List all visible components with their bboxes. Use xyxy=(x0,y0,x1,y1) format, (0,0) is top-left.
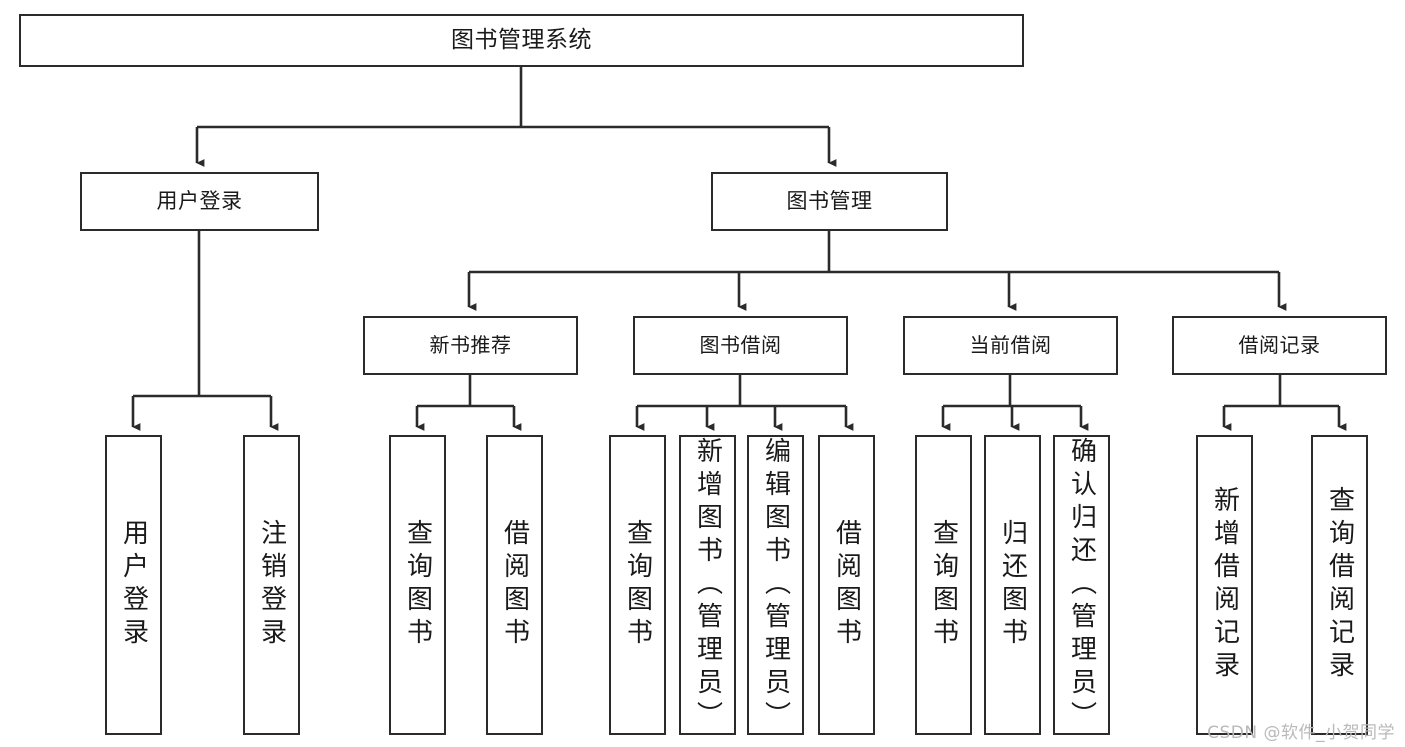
leaf-new-book-query[interactable]: 查询图书 xyxy=(389,435,446,735)
leaf-borrow-record-add[interactable]: 新增借阅记录 xyxy=(1196,435,1253,735)
leaf-user-login-logout[interactable]: 注销登录 xyxy=(243,435,300,735)
leaf-user-login-login[interactable]: 用户登录 xyxy=(105,435,162,735)
node-label: 借阅图书 xyxy=(831,519,862,651)
leaf-current-borrow-return[interactable]: 归还图书 xyxy=(984,435,1041,735)
csdn-watermark: CSDN @软件_小贺同学 xyxy=(1207,723,1395,743)
node-label: 归还图书 xyxy=(997,519,1028,651)
node-user-login[interactable]: 用户登录 xyxy=(80,172,319,231)
node-label: 新书推荐 xyxy=(429,333,512,358)
node-root-system[interactable]: 图书管理系统 xyxy=(19,14,1024,67)
node-label: 新增图书（管理员） xyxy=(692,436,723,734)
node-label: 图书管理 xyxy=(786,188,873,213)
node-label: 用户登录 xyxy=(118,519,149,651)
node-borrow-record[interactable]: 借阅记录 xyxy=(1172,316,1387,375)
node-label: 借阅记录 xyxy=(1238,333,1321,358)
node-label: 用户登录 xyxy=(156,188,243,213)
node-label: 查询图书 xyxy=(622,519,653,651)
leaf-book-borrow-borrow[interactable]: 借阅图书 xyxy=(818,435,875,735)
leaf-book-borrow-edit[interactable]: 编辑图书（管理员） xyxy=(747,435,804,735)
leaf-borrow-record-query[interactable]: 查询借阅记录 xyxy=(1311,435,1368,735)
leaf-book-borrow-add[interactable]: 新增图书（管理员） xyxy=(679,435,736,735)
node-label: 图书借阅 xyxy=(699,333,782,358)
node-current-borrow[interactable]: 当前借阅 xyxy=(903,316,1118,375)
node-book-management[interactable]: 图书管理 xyxy=(711,172,948,231)
leaf-new-book-borrow[interactable]: 借阅图书 xyxy=(486,435,543,735)
node-label: 查询借阅记录 xyxy=(1324,486,1355,684)
node-book-borrow[interactable]: 图书借阅 xyxy=(633,316,848,375)
node-label: 查询图书 xyxy=(928,519,959,651)
node-new-book-recommend[interactable]: 新书推荐 xyxy=(363,316,578,375)
node-label: 确认归还（管理员） xyxy=(1066,436,1097,734)
leaf-current-borrow-query[interactable]: 查询图书 xyxy=(915,435,972,735)
node-label: 图书管理系统 xyxy=(451,26,592,53)
node-label: 查询图书 xyxy=(402,519,433,651)
leaf-book-borrow-query[interactable]: 查询图书 xyxy=(609,435,666,735)
node-label: 新增借阅记录 xyxy=(1209,486,1240,684)
node-label: 注销登录 xyxy=(256,519,287,651)
node-label: 当前借阅 xyxy=(969,333,1052,358)
node-label: 编辑图书（管理员） xyxy=(760,436,791,734)
leaf-current-borrow-confirm-return[interactable]: 确认归还（管理员） xyxy=(1053,435,1110,735)
node-label: 借阅图书 xyxy=(499,519,530,651)
